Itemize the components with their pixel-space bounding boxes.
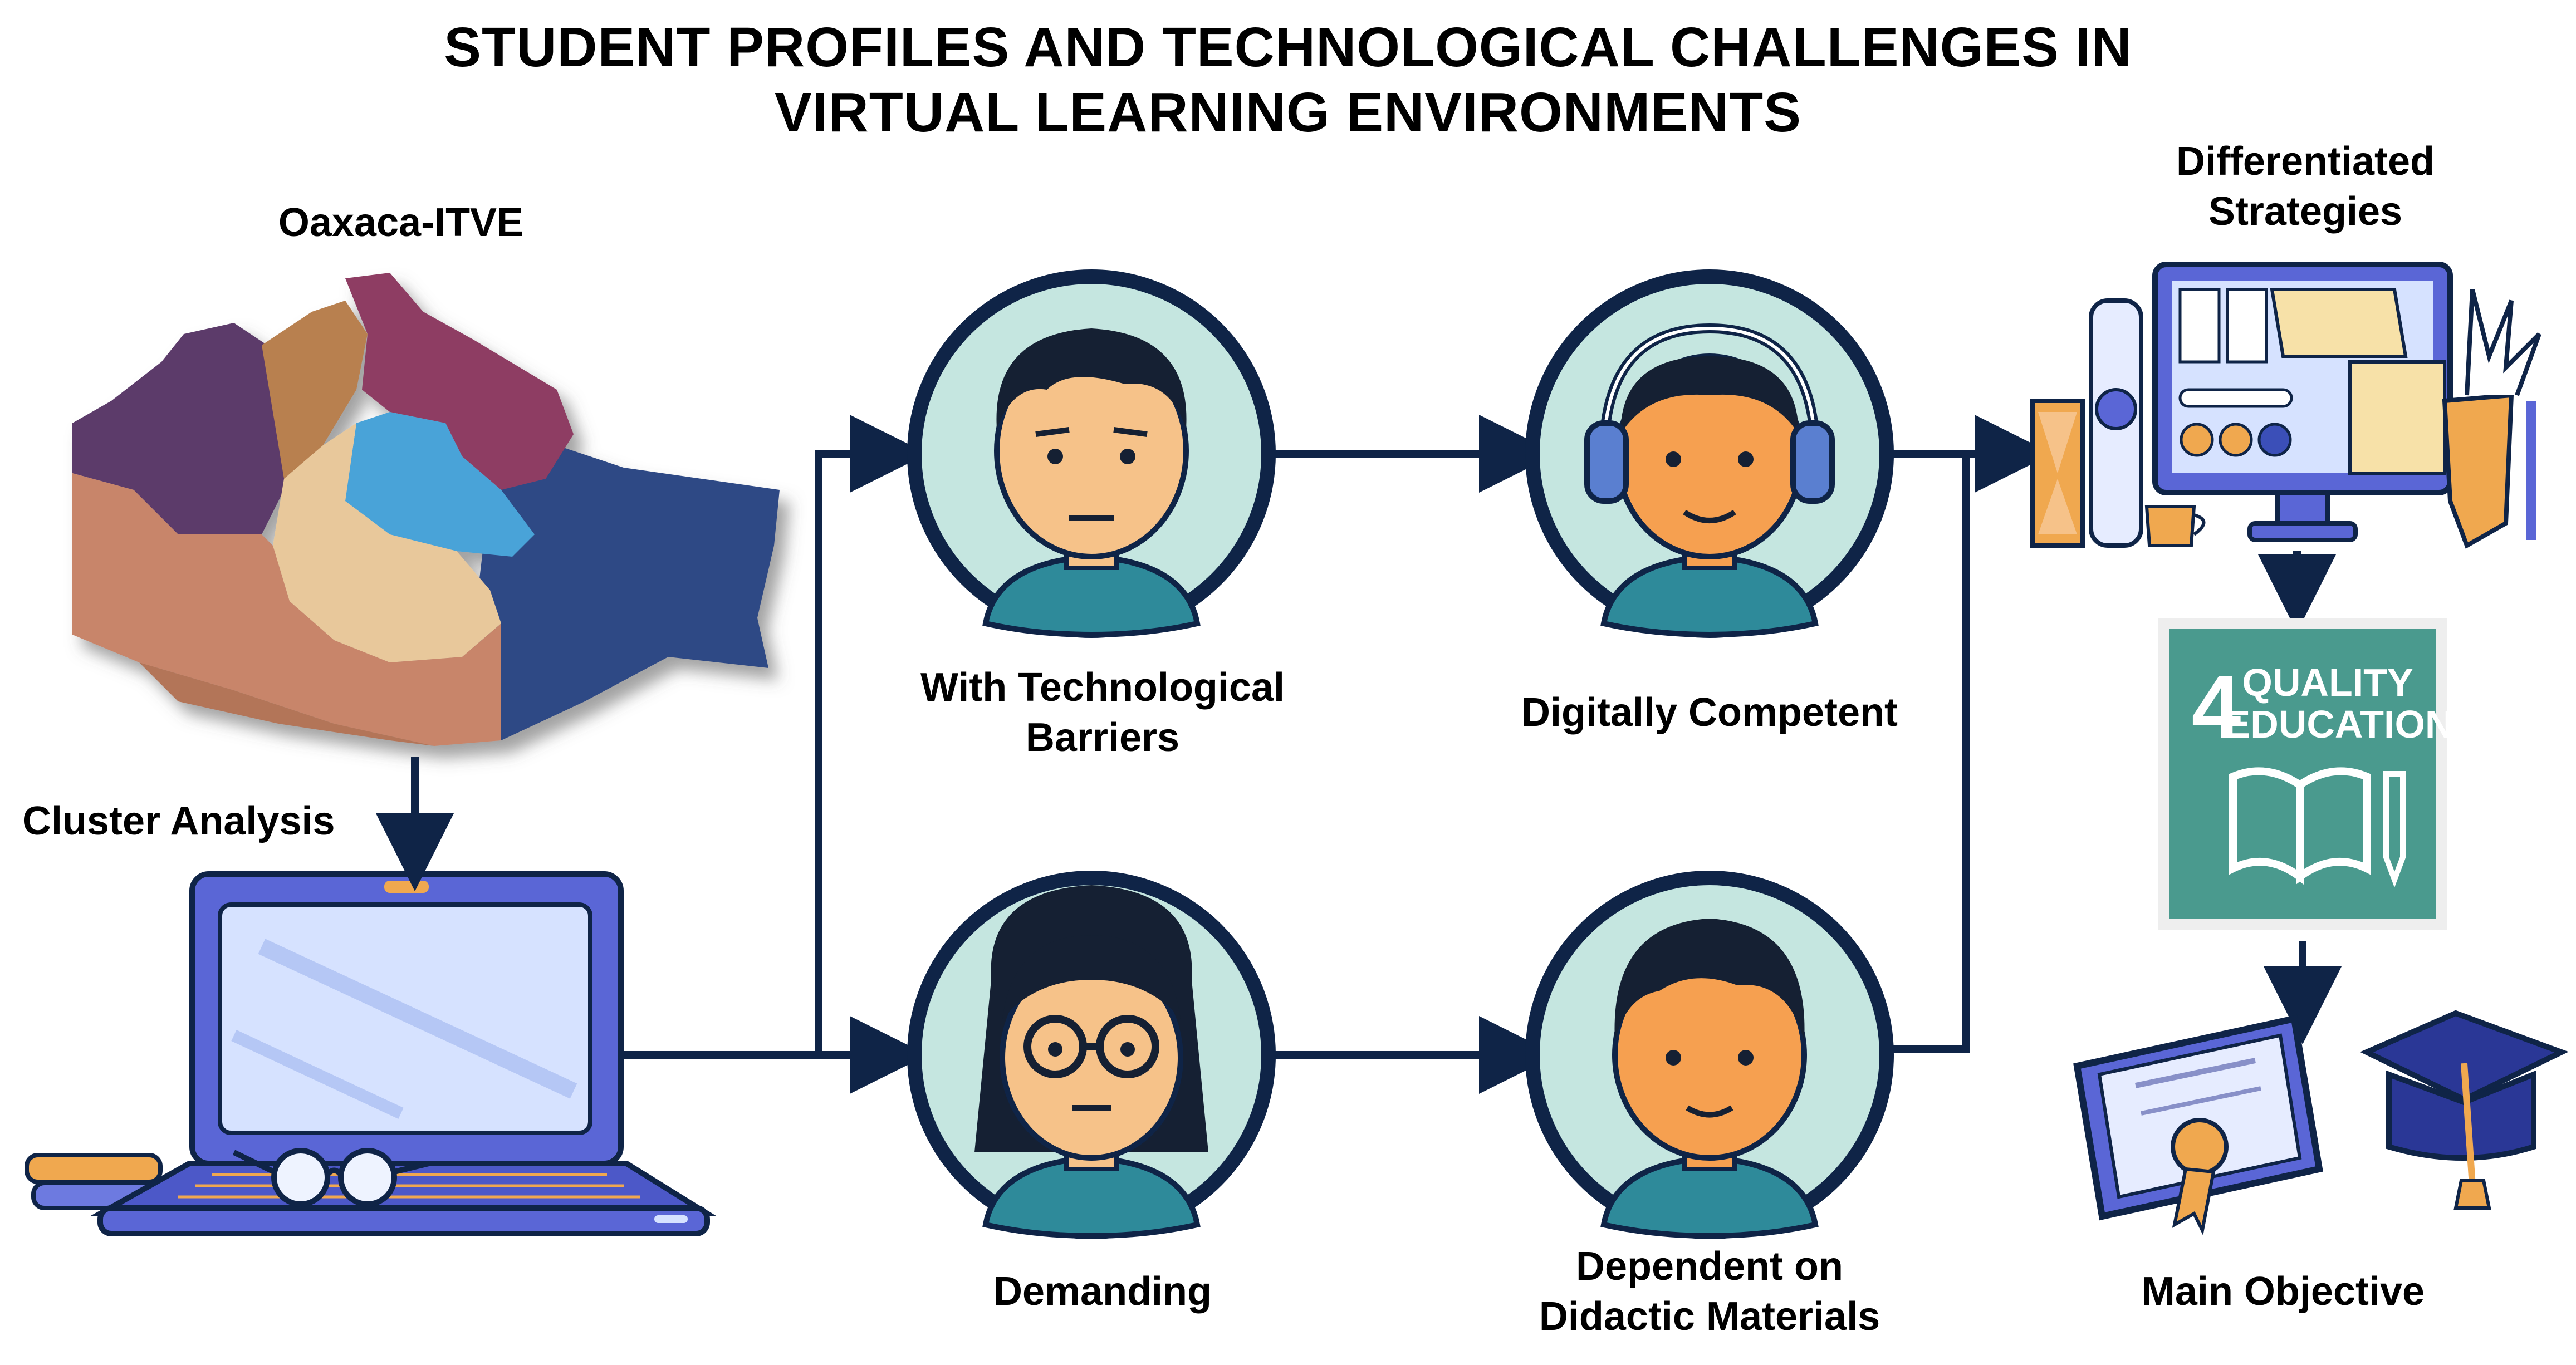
profile-dependent-avatar bbox=[1525, 871, 1894, 1239]
profile-demanding-avatar bbox=[907, 871, 1276, 1239]
strategies-label-line-1: Differentiated bbox=[2176, 139, 2435, 184]
profile-dependent-label: Dependent on Didactic Materials bbox=[1459, 1241, 1960, 1342]
map-region-canada-blue bbox=[345, 412, 535, 557]
profile-demanding-label: Demanding bbox=[993, 1269, 1212, 1314]
diploma-icon bbox=[2073, 1014, 2323, 1236]
map-region-valles-tan bbox=[273, 423, 501, 662]
strategies-monitor-icon bbox=[2030, 262, 2541, 549]
sdg4-line-1: QUALITY bbox=[2242, 661, 2413, 704]
profile-barriers-label: With Technological Barriers bbox=[852, 662, 1353, 763]
arrow-laptop-to-barriers bbox=[624, 415, 928, 1059]
sdg4-number: 4 bbox=[2192, 657, 2241, 757]
profile-barriers-avatar bbox=[907, 269, 1276, 638]
map-region-mixteca-purple bbox=[72, 323, 290, 534]
main-objective-label: Main Objective bbox=[2141, 1269, 2425, 1314]
strategies-label: Differentiated Strategies bbox=[2060, 136, 2550, 237]
glasses-icon bbox=[232, 1148, 430, 1207]
graduation-cap-icon bbox=[2360, 1010, 2569, 1210]
map-region-costa-terra bbox=[72, 473, 501, 746]
profile-barriers-label-line-1: With Technological bbox=[920, 665, 1285, 710]
sdg4-quality-education-icon: 4 QUALITY EDUCATION bbox=[2158, 618, 2453, 930]
arrow-dependent-to-strategies bbox=[1893, 454, 1970, 1053]
diagram-title-line-2: VIRTUAL LEARNING ENVIRONMENTS bbox=[775, 81, 1801, 144]
profile-competent-avatar bbox=[1525, 269, 1894, 638]
map-region-sierra-brown bbox=[262, 301, 368, 479]
map-label: Oaxaca-ITVE bbox=[278, 200, 524, 245]
diagram-title-line-1: STUDENT PROFILES AND TECHNOLOGICAL CHALL… bbox=[444, 16, 2132, 78]
profile-barriers-label-line-2: Barriers bbox=[1025, 715, 1180, 760]
profile-dependent-label-line-2: Didactic Materials bbox=[1539, 1294, 1880, 1339]
map-region-sierra-sur-brown bbox=[139, 662, 434, 746]
strategies-label-line-2: Strategies bbox=[2208, 189, 2403, 234]
cluster-analysis-label: Cluster Analysis bbox=[22, 799, 335, 843]
oaxaca-map bbox=[72, 273, 780, 746]
map-region-cuenca-plum bbox=[345, 273, 574, 490]
flow-arrows bbox=[376, 415, 2342, 1094]
map-region-canada-navy bbox=[462, 445, 780, 740]
open-book-icon bbox=[2229, 767, 2371, 885]
sdg4-line-2: EDUCATION bbox=[2225, 703, 2453, 746]
laptop-icon bbox=[25, 871, 717, 1236]
profile-dependent-label-line-1: Dependent on bbox=[1576, 1244, 1843, 1289]
profile-competent-label: Digitally Competent bbox=[1521, 690, 1898, 735]
pencil-icon bbox=[2383, 771, 2406, 888]
